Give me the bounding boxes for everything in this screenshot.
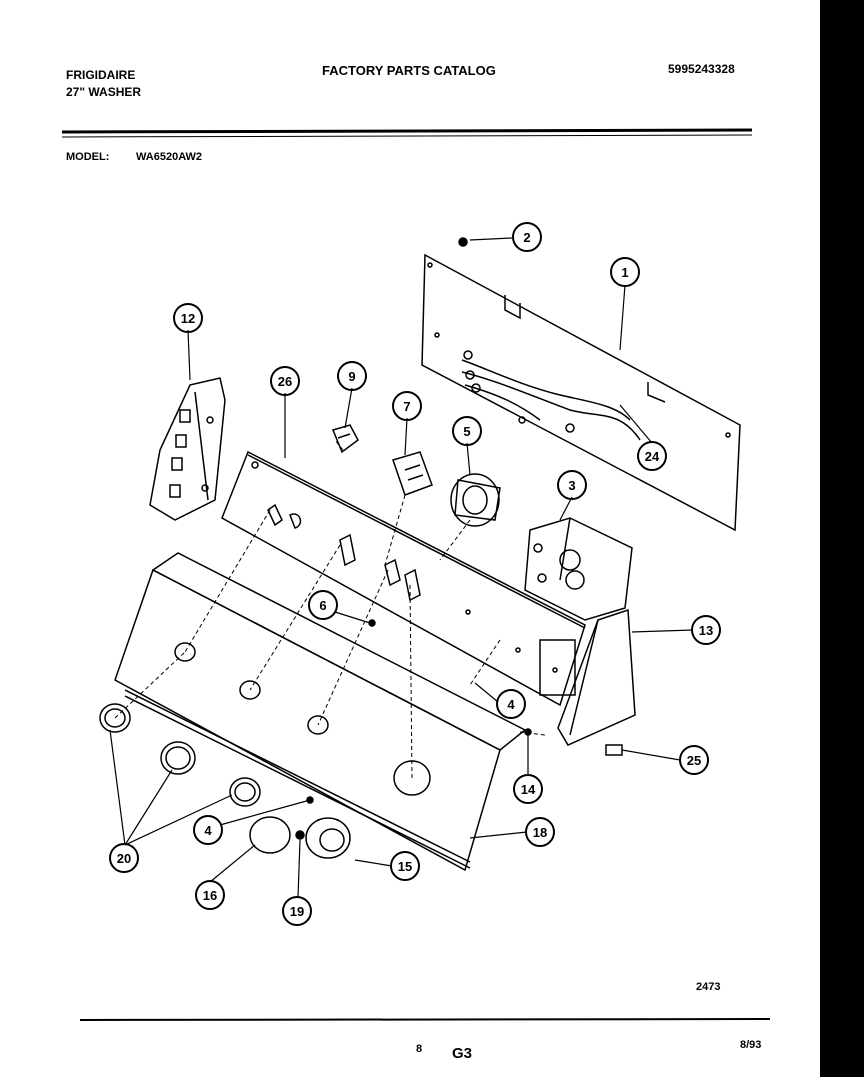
revision-date: 8/93 [740, 1039, 761, 1051]
callout-2: 2 [512, 222, 542, 252]
model-number: WA6520AW2 [136, 151, 203, 163]
callout-7: 7 [392, 391, 422, 421]
screw-part-2 [458, 237, 468, 247]
selector-switch-part-5 [450, 473, 501, 527]
model-label: MODEL: [66, 151, 110, 163]
end-cap-part-13 [557, 608, 636, 746]
knob-part-24 [99, 703, 261, 807]
back-panel-part [421, 253, 741, 532]
callout-15: 15 [390, 851, 420, 881]
clip-part-25 [295, 830, 305, 840]
switch-part-9 [331, 424, 359, 454]
control-panel-part [221, 450, 586, 707]
svg-text:12: 12 [181, 311, 195, 326]
svg-text:9: 9 [348, 369, 355, 384]
svg-text:6: 6 [319, 598, 326, 613]
clip-part-14 [524, 728, 532, 736]
svg-text:13: 13 [699, 623, 713, 638]
svg-text:18: 18 [533, 825, 547, 840]
knob-part-16 [249, 816, 291, 854]
svg-text:15: 15 [398, 859, 412, 874]
callout-3: 3 [557, 470, 587, 500]
svg-text:4: 4 [507, 697, 515, 712]
brand-name: FRIGIDAIRE [66, 68, 136, 82]
svg-text:16: 16 [203, 888, 217, 903]
connector-part-26 [605, 744, 623, 756]
control-board-part [149, 377, 226, 521]
callout-4-upper: 4 [496, 689, 526, 719]
svg-text:24: 24 [645, 449, 660, 464]
product-name: 27" WASHER [66, 85, 142, 99]
callout-13: 13 [691, 615, 721, 645]
callout-1: 1 [610, 257, 640, 287]
callout-12: 12 [173, 303, 203, 333]
header-rule-thin [61, 134, 753, 138]
drawing-number: 2473 [696, 981, 720, 993]
callout-26: 25 [679, 745, 709, 775]
callout-14: 14 [513, 774, 543, 804]
svg-text:3: 3 [568, 478, 575, 493]
svg-text:14: 14 [521, 782, 536, 797]
svg-text:26: 26 [278, 374, 292, 389]
callout-25: 19 [282, 896, 312, 926]
svg-text:25: 25 [687, 753, 701, 768]
timer-part-3 [524, 517, 633, 621]
scan-edge-bar [820, 0, 864, 1077]
svg-text:5: 5 [463, 424, 470, 439]
callout-24: 20 [109, 843, 139, 873]
svg-text:2: 2 [523, 230, 530, 245]
callout-16: 16 [195, 880, 225, 910]
alignment-lines [114, 439, 546, 779]
page-mark: 8 [416, 1043, 422, 1055]
svg-text:19: 19 [290, 904, 304, 919]
callout-19: 26 [270, 366, 300, 396]
section-code: G3 [452, 1045, 472, 1062]
svg-text:4: 4 [204, 823, 212, 838]
callout-9: 9 [337, 361, 367, 391]
svg-text:20: 20 [117, 851, 131, 866]
knob-part-15 [305, 817, 351, 859]
catalog-title: FACTORY PARTS CATALOG [322, 63, 496, 78]
callout-5: 5 [452, 416, 482, 446]
callout-4-lower: 4 [193, 815, 223, 845]
catalog-number: 5995243328 [668, 62, 735, 76]
svg-text:7: 7 [403, 399, 410, 414]
footer-rule [79, 1018, 771, 1021]
header-rule [61, 128, 753, 134]
switch-block-part-7 [392, 451, 433, 496]
svg-text:1: 1 [621, 265, 628, 280]
leader-lines [109, 237, 694, 899]
callout-6: 6 [308, 590, 338, 620]
callout-18: 18 [525, 817, 555, 847]
callout-20: 24 [637, 441, 667, 471]
